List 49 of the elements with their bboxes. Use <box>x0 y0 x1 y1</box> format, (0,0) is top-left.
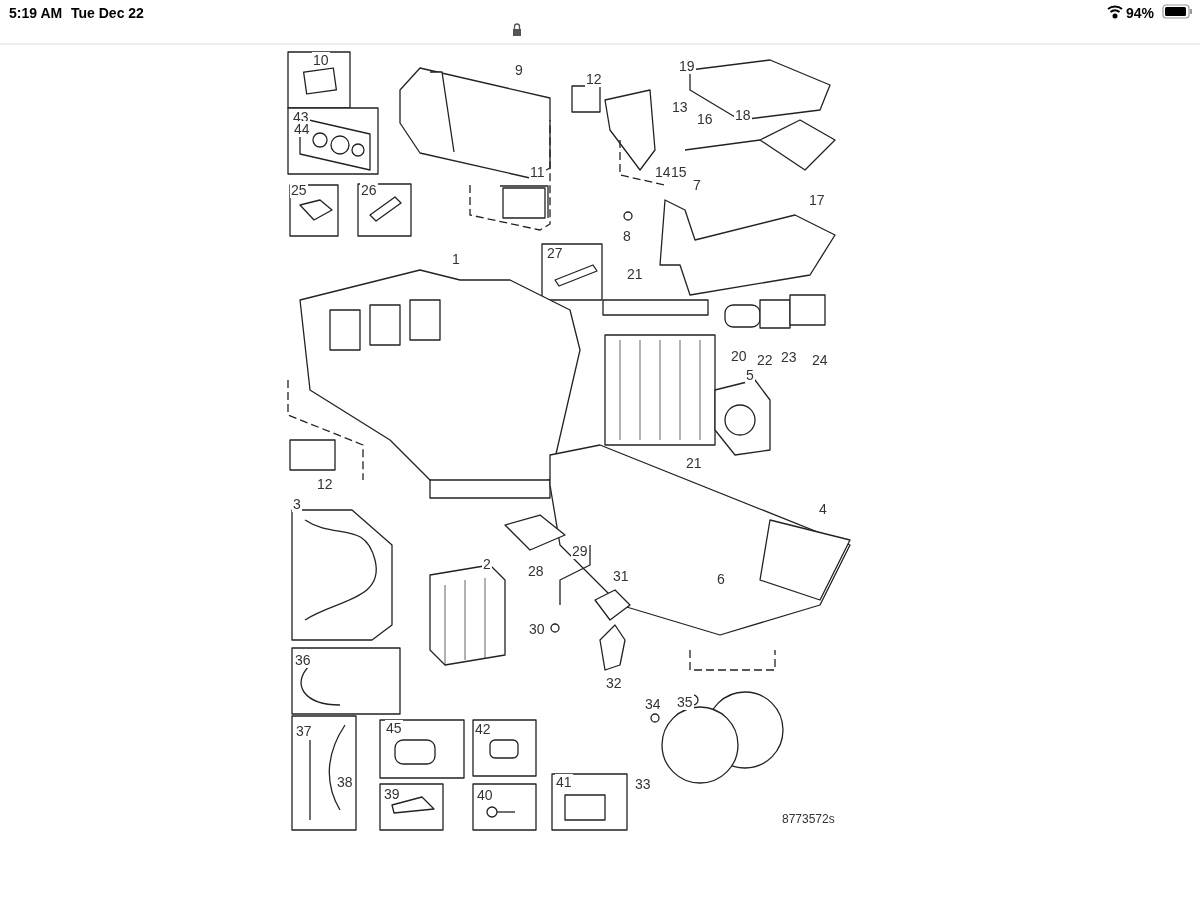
drawing-number: 8773572s <box>781 812 836 826</box>
callout-number: 15 <box>670 164 688 180</box>
callout-number: 5 <box>745 367 755 383</box>
callout-number: 2 <box>482 556 492 572</box>
callout-number: 12 <box>316 476 334 492</box>
callout-number: 8 <box>622 228 632 244</box>
callout-number: 24 <box>811 352 829 368</box>
callout-number: 7 <box>692 177 702 193</box>
callout-number: 22 <box>756 352 774 368</box>
callout-number: 44 <box>293 121 311 137</box>
callout-number: 45 <box>385 720 403 736</box>
callout-number: 4 <box>818 501 828 517</box>
callout-number: 34 <box>644 696 662 712</box>
callout-number: 25 <box>290 182 308 198</box>
callout-number: 26 <box>360 182 378 198</box>
callout-number: 37 <box>295 723 313 739</box>
callout-number: 20 <box>730 348 748 364</box>
callout-number: 21 <box>685 455 703 471</box>
callout-number: 12 <box>585 71 603 87</box>
callout-number: 1 <box>451 251 461 267</box>
callout-number: 10 <box>312 52 330 68</box>
callout-number: 19 <box>678 58 696 74</box>
callout-number: 32 <box>605 675 623 691</box>
callout-number: 28 <box>527 563 545 579</box>
callout-number: 3 <box>292 496 302 512</box>
callout-number: 18 <box>734 107 752 123</box>
callout-number: 21 <box>626 266 644 282</box>
callout-number: 30 <box>528 621 546 637</box>
status-time: 5:19 AM <box>8 5 64 21</box>
callout-number: 13 <box>671 99 689 115</box>
callout-number: 29 <box>571 543 589 559</box>
callout-number: 11 <box>529 164 546 180</box>
callout-number: 42 <box>474 721 492 737</box>
callout-number: 41 <box>555 774 573 790</box>
callout-number: 38 <box>336 774 354 790</box>
callout-number: 16 <box>696 111 714 127</box>
callout-number: 40 <box>476 787 494 803</box>
battery-percentage: 94% <box>1125 5 1156 21</box>
callout-number: 6 <box>716 571 726 587</box>
callout-number: 17 <box>808 192 826 208</box>
callout-number: 33 <box>634 776 652 792</box>
status-date: Tue Dec 22 <box>70 5 145 21</box>
callout-number: 9 <box>514 62 524 78</box>
callout-number: 35 <box>676 694 694 710</box>
callout-number: 31 <box>612 568 630 584</box>
callout-number: 39 <box>383 786 401 802</box>
callout-number: 23 <box>780 349 798 365</box>
callout-number: 36 <box>294 652 312 668</box>
callout-number: 27 <box>546 245 564 261</box>
